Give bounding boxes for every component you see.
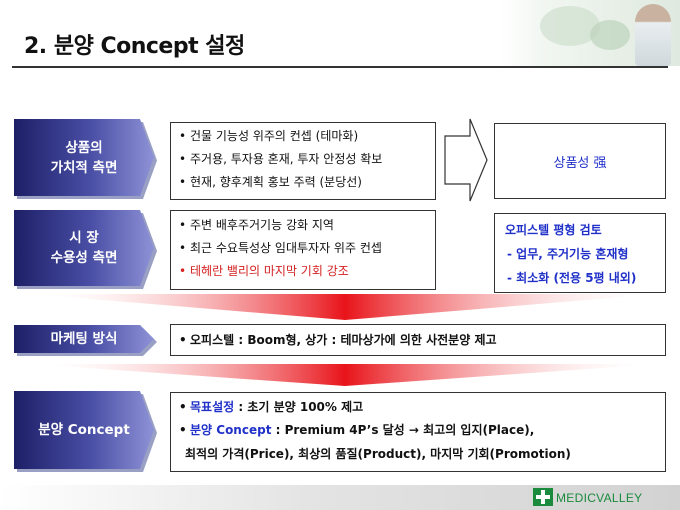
bullet-item: 주거용, 투자용 혼재, 투자 안정성 확보 [177,148,429,171]
bullet-item-highlight: 테헤란 밸리의 마지막 기회 강조 [177,260,429,283]
bullet-item: 분양 Concept : Premium 4P’s 달성 → 최고의 입지(Pl… [177,419,659,442]
result-line: 오피스텔 평형 검토 [505,223,602,237]
value-result-box: 상품성 强 [494,123,666,199]
result-line: - 업무, 주거기능 혼재형 [507,247,629,261]
bullet-item: 주변 배후주거기능 강화 지역 [177,214,429,237]
bullet-item: 현재, 향후계획 홍보 주력 (분당선) [177,171,429,194]
result-text: 상품성 强 [553,155,607,171]
label-market-aspect: 시 장 수용성 측면 [14,210,154,286]
label-line: 상품의 [65,139,103,156]
bullet-continuation: 최적의 가격(Price), 최상의 품질(Product), 마지막 기회(P… [185,447,571,461]
keyword: 분양 Concept [190,423,272,437]
header-photo [500,0,680,66]
label-line: 시 장 [69,230,99,246]
bullet-item: 오피스텔 : Boom형, 상가 : 테마상가에 의한 사전분양 제고 [177,329,659,352]
label-line: 수용성 측면 [50,250,118,266]
market-result-box: 오피스텔 평형 검토 - 업무, 주거기능 혼재형 - 최소화 (전용 5평 내… [494,213,666,293]
medicvalley-logo-icon [533,488,553,506]
footer-bar [0,485,680,510]
label-sales-concept: 분양 Concept [14,391,154,469]
decorative-leaf [590,20,630,50]
red-transition-band [30,294,660,320]
bullet-item: 최근 수요특성상 임대투자자 위주 컨셉 [177,237,429,260]
marketing-box: 오피스텔 : Boom형, 상가 : 테마상가에 의한 사전분양 제고 [170,324,666,356]
bullet-item: 목표설정 : 초기 분양 100% 제고 [177,396,659,419]
keyword: 목표설정 [190,400,235,414]
bullet-item: 건물 기능성 위주의 컨셉 (테마화) [177,125,429,148]
page-title: 2. 분양 Concept 설정 [24,34,245,59]
concept-box: 목표설정 : 초기 분양 100% 제고 분양 Concept : Premiu… [170,392,666,472]
result-line: - 최소화 (전용 5평 내외) [507,271,637,285]
value-bullets-box: 건물 기능성 위주의 컨셉 (테마화) 주거용, 투자용 혼재, 투자 안정성 … [170,122,436,200]
label-marketing: 마케팅 방식 [14,325,154,353]
brand-name: MEDICVALLEY [556,491,643,505]
label-line: 가치적 측면 [50,159,118,176]
red-transition-band [30,364,660,386]
label-value-aspect: 상품의 가치적 측면 [14,119,154,196]
title-divider [12,66,668,68]
market-bullets-box: 주변 배후주거기능 강화 지역 최근 수요특성상 임대투자자 위주 컨셉 테헤란… [170,210,436,290]
right-arrow-icon [444,118,488,202]
doctor-figure [635,4,671,66]
